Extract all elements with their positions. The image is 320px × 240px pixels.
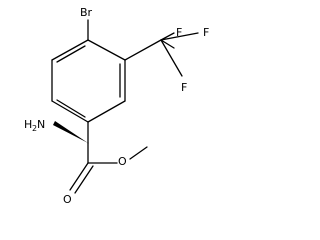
ring-bond-c1-c2 bbox=[87, 39, 126, 61]
fluorine-label-1: F bbox=[176, 26, 182, 39]
bond-c-f2 bbox=[160, 39, 175, 49]
bromine-label: Br bbox=[80, 6, 93, 19]
amine-n-label: N bbox=[37, 118, 45, 131]
bond-c-f3 bbox=[160, 39, 183, 77]
amine-subscript: 2 bbox=[32, 124, 37, 133]
bond-c-f2-ext bbox=[160, 32, 199, 41]
fluorine-label-2: F bbox=[203, 26, 209, 39]
carbonyl-oxygen-label: O bbox=[63, 193, 72, 206]
ring-bond-c3-c4 bbox=[87, 100, 126, 123]
molecule-drawing: Br F F F H 2 N O O bbox=[24, 6, 209, 206]
bond-c-f1 bbox=[160, 32, 175, 41]
stereo-wedge-bond bbox=[53, 121, 88, 143]
bond-carbonyl-oxygen-2 bbox=[74, 165, 94, 194]
ring-bond-c6-c1 bbox=[51, 39, 89, 61]
ring-bond-c4-c5 bbox=[51, 100, 89, 123]
fluorine-label-3: F bbox=[181, 81, 187, 94]
bond-ring-cf3 bbox=[124, 39, 162, 61]
ring-double-bond-inner-2 bbox=[56, 99, 86, 118]
bond-ester-oxygen-methyl bbox=[129, 146, 148, 160]
ring-double-bond-inner-3 bbox=[56, 45, 86, 63]
structure-diagram: Br F F F H 2 N O O bbox=[24, 6, 209, 206]
amine-h-label: H bbox=[24, 118, 32, 131]
ester-oxygen-label: O bbox=[118, 155, 127, 168]
bond-carbonyl-oxygen-1 bbox=[69, 162, 89, 191]
